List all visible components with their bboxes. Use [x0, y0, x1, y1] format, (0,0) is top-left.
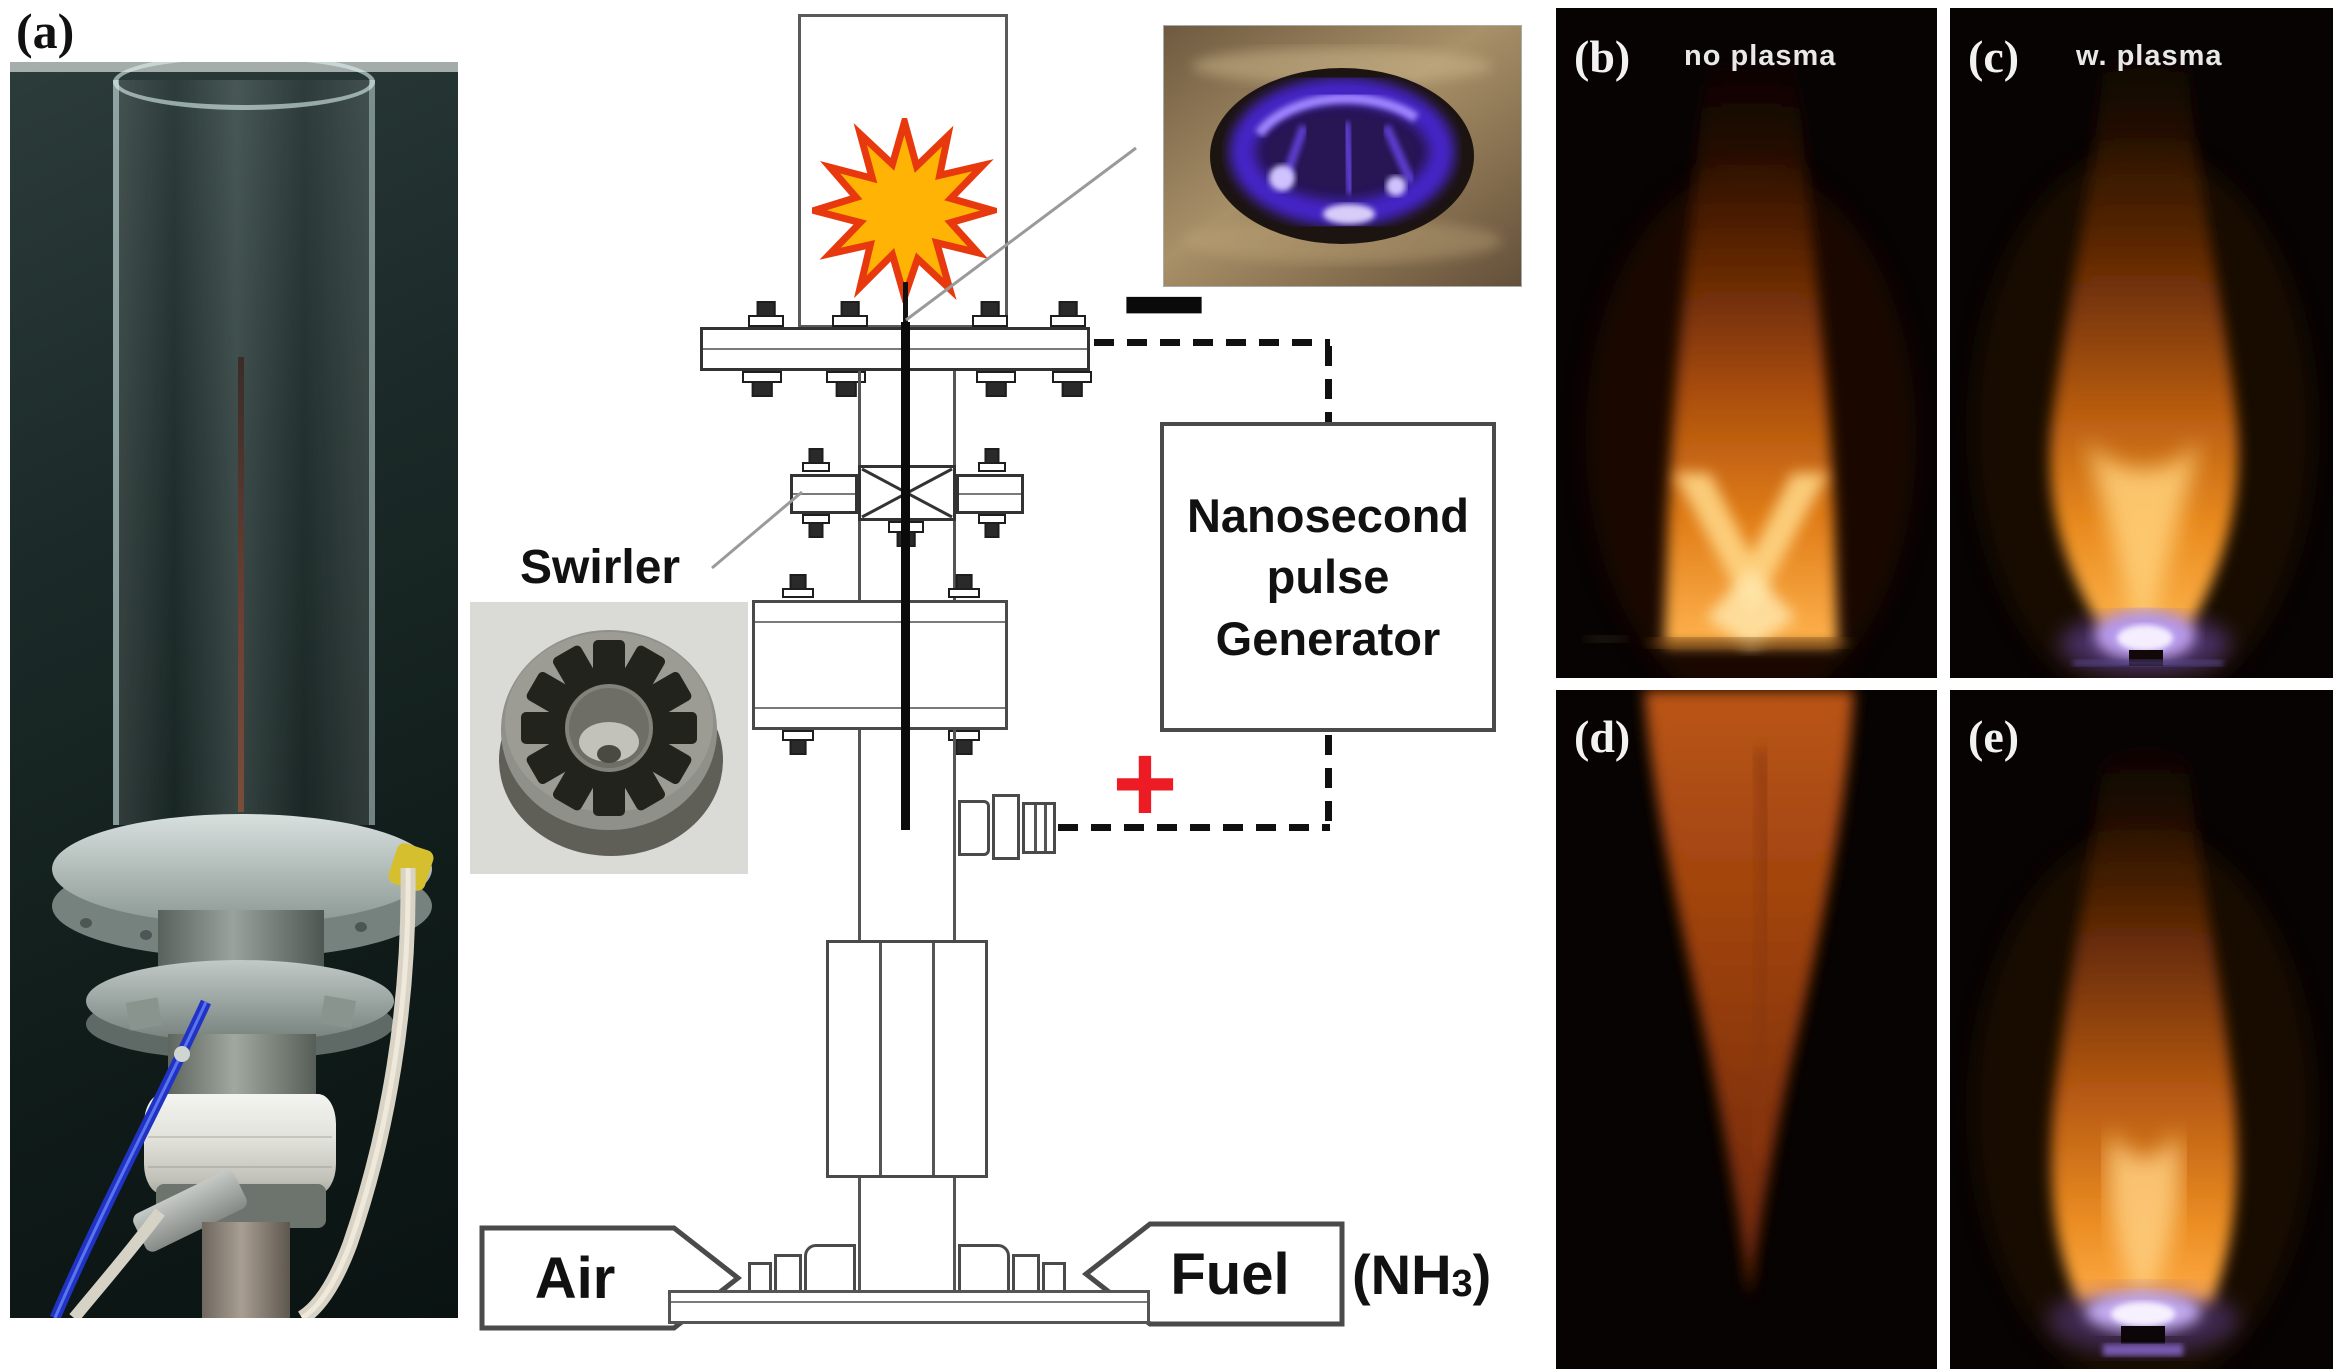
bolt	[972, 315, 1008, 327]
bolt	[832, 315, 868, 327]
panel-a-label: (a)	[16, 3, 75, 59]
swirler-flange-right	[956, 474, 1024, 514]
generator-line-1: Nanosecond	[1186, 489, 1470, 543]
quartz-tube	[113, 80, 375, 825]
wires-overlay	[49, 867, 416, 1318]
minus-electrode-symbol: −	[1120, 219, 1208, 387]
bolt	[782, 730, 814, 741]
plasma-inset-photo	[1163, 25, 1522, 287]
base-plate	[668, 1290, 1150, 1324]
top-flange	[52, 814, 432, 924]
quartz-tube-rim	[113, 62, 375, 110]
generator-line-2: pulse	[1266, 550, 1390, 604]
burner-neck	[858, 371, 956, 469]
panel-e-label: (e)	[1968, 711, 2020, 762]
swirler-label: Swirler	[520, 541, 681, 594]
fuel-gas-pre: (NH	[1352, 1242, 1452, 1306]
fuel-gas-sub: 3	[1451, 1263, 1473, 1305]
hv-electrode-rod	[901, 322, 910, 830]
swirler-photo	[470, 602, 748, 874]
supply-tube	[202, 1222, 290, 1318]
inner-electrode-reflection	[238, 357, 244, 812]
panel-c-label: (c)	[1968, 31, 2020, 82]
panel-d-label: (d)	[1574, 711, 1631, 762]
bolt	[782, 588, 814, 598]
panel-b-label: (b)	[1574, 31, 1631, 82]
bolt	[1052, 371, 1092, 383]
plus-electrode-symbol: +	[1112, 721, 1178, 846]
flame-e-render	[1973, 746, 2313, 1369]
flame-photo-e: (e)	[1950, 690, 2333, 1369]
fuel-label: Fuel	[1170, 1241, 1290, 1307]
hv-feedthrough-nut	[992, 794, 1020, 860]
bolt	[742, 371, 782, 383]
panel-c-caption: w. plasma	[2076, 40, 2223, 72]
bolt	[802, 462, 830, 472]
flame-b-render	[1586, 63, 1916, 678]
generator-line-3: Generator	[1215, 611, 1441, 665]
panel-b-caption: no plasma	[1684, 40, 1837, 72]
ignition-starburst-icon	[812, 118, 997, 303]
burner-neck	[858, 730, 956, 940]
top-flange-schematic	[700, 327, 1090, 371]
mixing-block	[826, 940, 988, 1178]
bolt	[976, 371, 1016, 383]
burner-photo	[10, 62, 458, 1318]
pulse-generator-box: Nanosecond pulse Generator	[1160, 422, 1496, 732]
ceramic-insulator	[144, 1094, 336, 1194]
bolt	[1050, 315, 1086, 327]
bolt	[826, 371, 866, 383]
bolt	[948, 730, 980, 741]
flame-photo-c: (c) w. plasma	[1950, 8, 2333, 678]
hv-lead-positive-drop	[1325, 735, 1332, 827]
burner-neck	[858, 1178, 956, 1290]
air-label: Air	[534, 1245, 616, 1311]
bolt	[978, 514, 1006, 524]
flange-bolt	[140, 930, 152, 940]
flange-bolt	[80, 918, 92, 928]
flame-c-render	[1973, 54, 2313, 678]
hv-lead-positive	[1058, 824, 1330, 831]
bolt	[948, 588, 980, 598]
hv-feedthrough-nut	[1022, 802, 1056, 854]
bolt	[978, 462, 1006, 472]
swirler-flange-left	[790, 474, 858, 514]
bolt	[802, 514, 830, 524]
fuel-gas-post: )	[1472, 1242, 1492, 1306]
flange-bolt	[355, 922, 367, 932]
flame-d-render	[1644, 690, 1854, 1298]
fuel-gas-label: (NH 3 )	[1352, 1232, 1491, 1316]
burner-neck	[858, 521, 956, 600]
bolt	[748, 315, 784, 327]
hv-feedthrough	[958, 800, 990, 856]
hv-lead-negative	[1094, 339, 1330, 346]
flame-photo-d: (d)	[1556, 690, 1937, 1369]
flame-photo-b: (b) no plasma	[1556, 8, 1937, 678]
hv-lead-negative-drop	[1325, 346, 1332, 424]
plenum-chamber	[752, 600, 1008, 730]
